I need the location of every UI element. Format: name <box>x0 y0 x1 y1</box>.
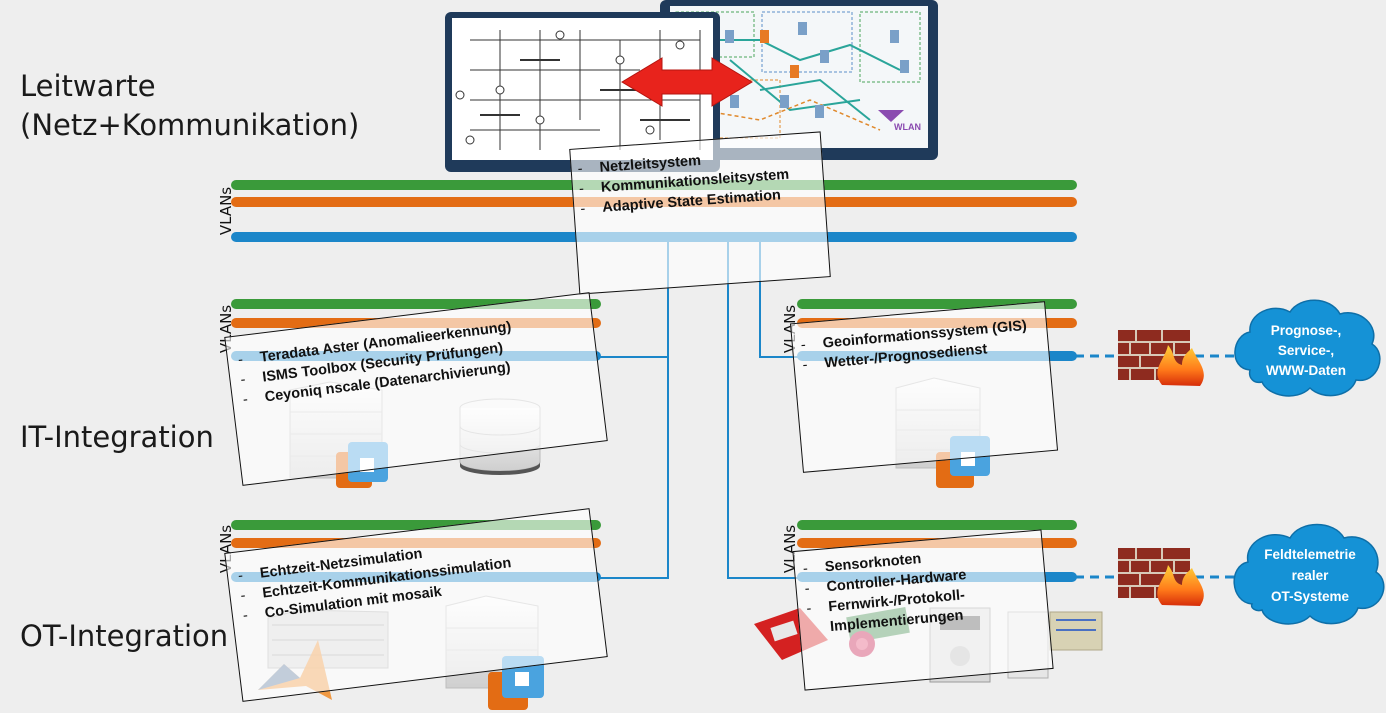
svg-text:WLAN: WLAN <box>894 122 921 132</box>
cloud-bottom-line2: realer <box>1292 568 1330 583</box>
single-line-diagram-icon <box>455 30 701 150</box>
cloud-bottom-line1: Feldtelemetrie <box>1264 547 1356 562</box>
cloud-bottom-line3: OT-Systeme <box>1271 589 1350 604</box>
cloud-icon: Prognose-, Service-, WWW-Daten <box>1234 299 1381 397</box>
row-label-leitwarte-line2: (Netz+Kommunikation) <box>20 108 360 142</box>
row-label-leitwarte: Leitwarte (Netz+Kommunikation) <box>20 67 359 145</box>
card-it-right: -Geoinformationssystem (GIS) -Wetter-/Pr… <box>789 301 1059 473</box>
firewall-icon <box>1118 548 1204 606</box>
cloud-top-line2: Service-, <box>1278 343 1334 358</box>
row-label-leitwarte-line1: Leitwarte <box>20 69 156 103</box>
row-label-ot: OT-Integration <box>20 619 229 653</box>
vlan-label-top: VLANs <box>217 186 236 236</box>
firewall-icon <box>1118 330 1204 386</box>
bidirectional-arrow-icon <box>621 57 753 107</box>
card-ot-right: -Sensorknoten -Controller-Hardware -Fern… <box>792 529 1054 691</box>
cloud-top-line3: WWW-Daten <box>1266 363 1346 378</box>
cloud-top-line1: Prognose-, <box>1271 323 1342 338</box>
row-label-it: IT-Integration <box>20 420 214 454</box>
card-leitwarte: -Netzleitsystem -Kommunikationsleitsyste… <box>569 131 831 295</box>
cloud-icon: Feldtelemetrie realer OT-Systeme <box>1233 523 1385 625</box>
network-diagram-icon: WLAN <box>675 11 921 139</box>
